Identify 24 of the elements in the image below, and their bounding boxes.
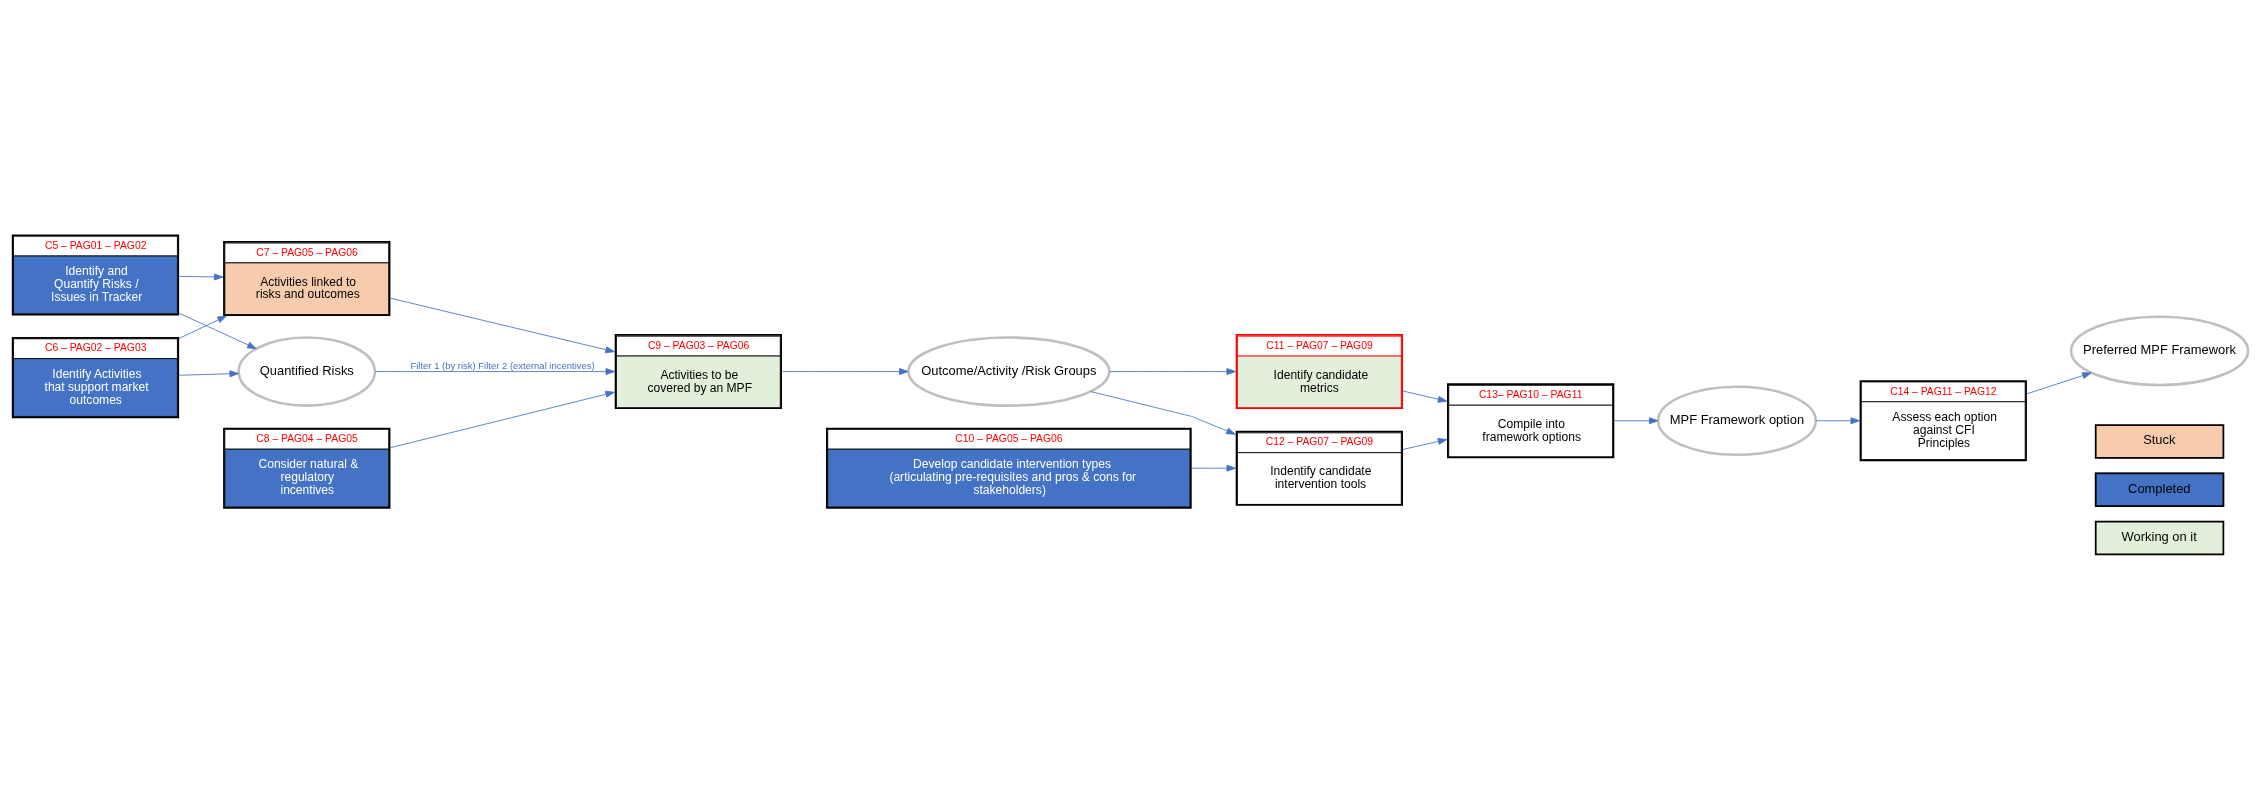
node-ellipse: Outcome/Activity /Risk Groups [907,336,1111,407]
arrow [178,273,224,281]
edge-label: Filter 1 (by risk) Filter 2 (external incentives) [410,359,595,371]
node-ellipse: Preferred MPF Framework [2069,315,2250,387]
arrow [178,312,257,350]
node-ellipse: MPF Framework option [1656,385,1818,457]
arrow [1402,390,1448,403]
arrow [1815,417,1860,425]
arrow [781,368,909,376]
arrow [1402,438,1448,450]
arrow [178,370,239,378]
arrow [390,297,615,354]
arrow [1614,417,1659,425]
node-ellipse: Quantified Risks [237,336,377,407]
arrow [178,315,227,339]
arrow [1191,464,1236,472]
legend-label: Working on it [2121,529,2197,545]
arrow [2026,372,2092,395]
arrow [1090,391,1236,435]
legend-label: Completed [2128,480,2191,496]
arrow [374,368,616,376]
arrow [1109,368,1236,376]
legend-label: Stuck [2143,432,2176,448]
arrow [390,390,615,449]
